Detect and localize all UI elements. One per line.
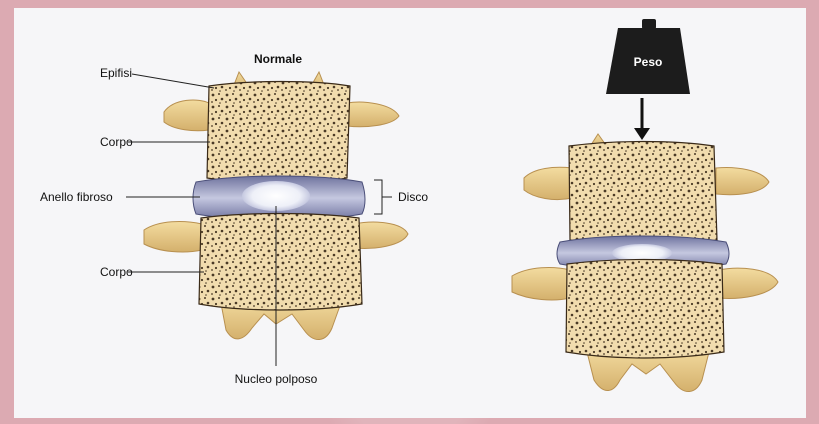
upper-transverse-process (347, 102, 399, 127)
upper-transverse-process (524, 167, 572, 199)
lower-transverse-process (354, 222, 408, 248)
spine-diagram: Peso Normale Epifisi Corpo Anello fibros… (14, 8, 806, 418)
lower-vertebral-body (566, 260, 724, 359)
load-arrow-head (634, 128, 650, 140)
nucleo-polposo-label: Nucleo polposo (235, 372, 318, 386)
weight: Peso (606, 19, 690, 140)
epifisi-leader (132, 74, 214, 88)
upper-transverse-process (716, 168, 769, 195)
disco-bracket (374, 180, 392, 214)
epifisi-label: Epifisi (100, 66, 132, 80)
diagram-panel: Peso Normale Epifisi Corpo Anello fibros… (14, 8, 806, 418)
lower-transverse-process (718, 268, 778, 298)
title-label: Normale (254, 52, 302, 66)
upper-transverse-process (164, 100, 209, 131)
weight-handle (642, 19, 656, 29)
loaded-spine (512, 134, 778, 392)
anello-fibroso-label: Anello fibroso (40, 190, 113, 204)
lower-transverse-process (144, 222, 202, 252)
weight-label: Peso (634, 55, 663, 69)
lower-vertebral-body (199, 214, 362, 311)
lower-transverse-process (512, 268, 570, 300)
disco-label: Disco (398, 190, 428, 204)
upper-vertebral-body (569, 142, 717, 245)
upper-vertebral-body (207, 82, 350, 183)
